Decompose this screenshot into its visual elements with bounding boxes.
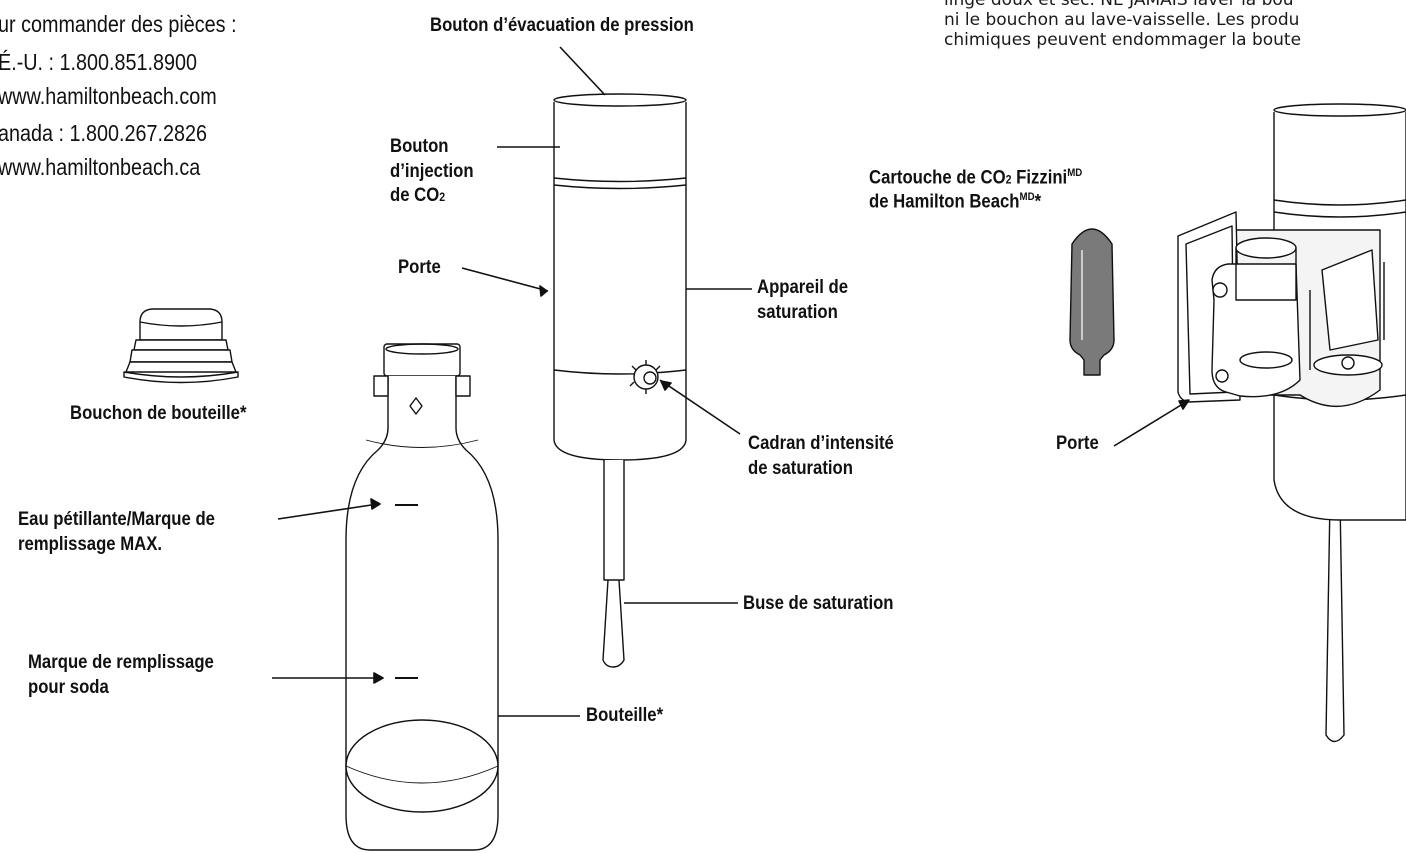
saturator-drawing bbox=[553, 93, 687, 668]
saturator-label-line-1: Appareil de bbox=[757, 277, 849, 298]
saturator-label-line-2: saturation bbox=[757, 302, 838, 323]
canada-phone: anada : 1.800.267.2826 bbox=[0, 120, 207, 146]
bottle-drawing bbox=[345, 343, 499, 851]
max-fill-label-line-1: Eau pétillante/Marque de bbox=[18, 509, 215, 530]
pressure-release-button-label: Bouton d’évacuation de pression bbox=[430, 15, 694, 36]
door-label-right: Porte bbox=[1056, 433, 1099, 454]
door-label-left: Porte bbox=[398, 257, 441, 278]
soda-fill-label-line-1: Marque de remplissage bbox=[28, 652, 214, 673]
nozzle-label: Buse de saturation bbox=[743, 593, 894, 614]
canada-website: www.hamiltonbeach.ca bbox=[0, 154, 201, 180]
intensity-dial-label-line-2: de saturation bbox=[748, 458, 853, 479]
parts-order-heading: ur commander des pièces : bbox=[0, 11, 237, 37]
max-fill-label-line-2: remplissage MAX. bbox=[18, 534, 163, 555]
leader-lines bbox=[272, 46, 1190, 717]
intensity-dial-label-line-1: Cadran d’intensité bbox=[748, 433, 894, 454]
co2-button-label-line-1: Bouton bbox=[390, 136, 449, 157]
open-saturator-drawing bbox=[1177, 103, 1406, 743]
bottle-cap-drawing bbox=[123, 308, 239, 384]
us-website: www.hamiltonbeach.com bbox=[0, 83, 217, 109]
co2-button-label-line-3: de CO2 bbox=[390, 185, 446, 206]
care-notice-line-1: linge doux et sec. NE JAMAIS laver la bo… bbox=[944, 0, 1294, 10]
us-phone: É.-U. : 1.800.851.8900 bbox=[0, 49, 198, 75]
cartridge-label-line-1: Cartouche de CO2 FizziniMD bbox=[869, 167, 1083, 189]
bottle-label: Bouteille* bbox=[586, 705, 664, 726]
care-notice-line-3: chimiques peuvent endommager la boute bbox=[944, 30, 1302, 50]
cartridge-label-line-2: de Hamilton BeachMD* bbox=[869, 191, 1042, 213]
co2-cartridge-drawing bbox=[1069, 228, 1115, 376]
bottle-cap-label: Bouchon de bouteille* bbox=[70, 403, 247, 424]
co2-button-label-line-2: d’injection bbox=[390, 161, 474, 182]
soda-fill-label-line-2: pour soda bbox=[28, 677, 109, 698]
care-notice-line-2: ni le bouchon au lave-vaisselle. Les pro… bbox=[944, 10, 1300, 30]
